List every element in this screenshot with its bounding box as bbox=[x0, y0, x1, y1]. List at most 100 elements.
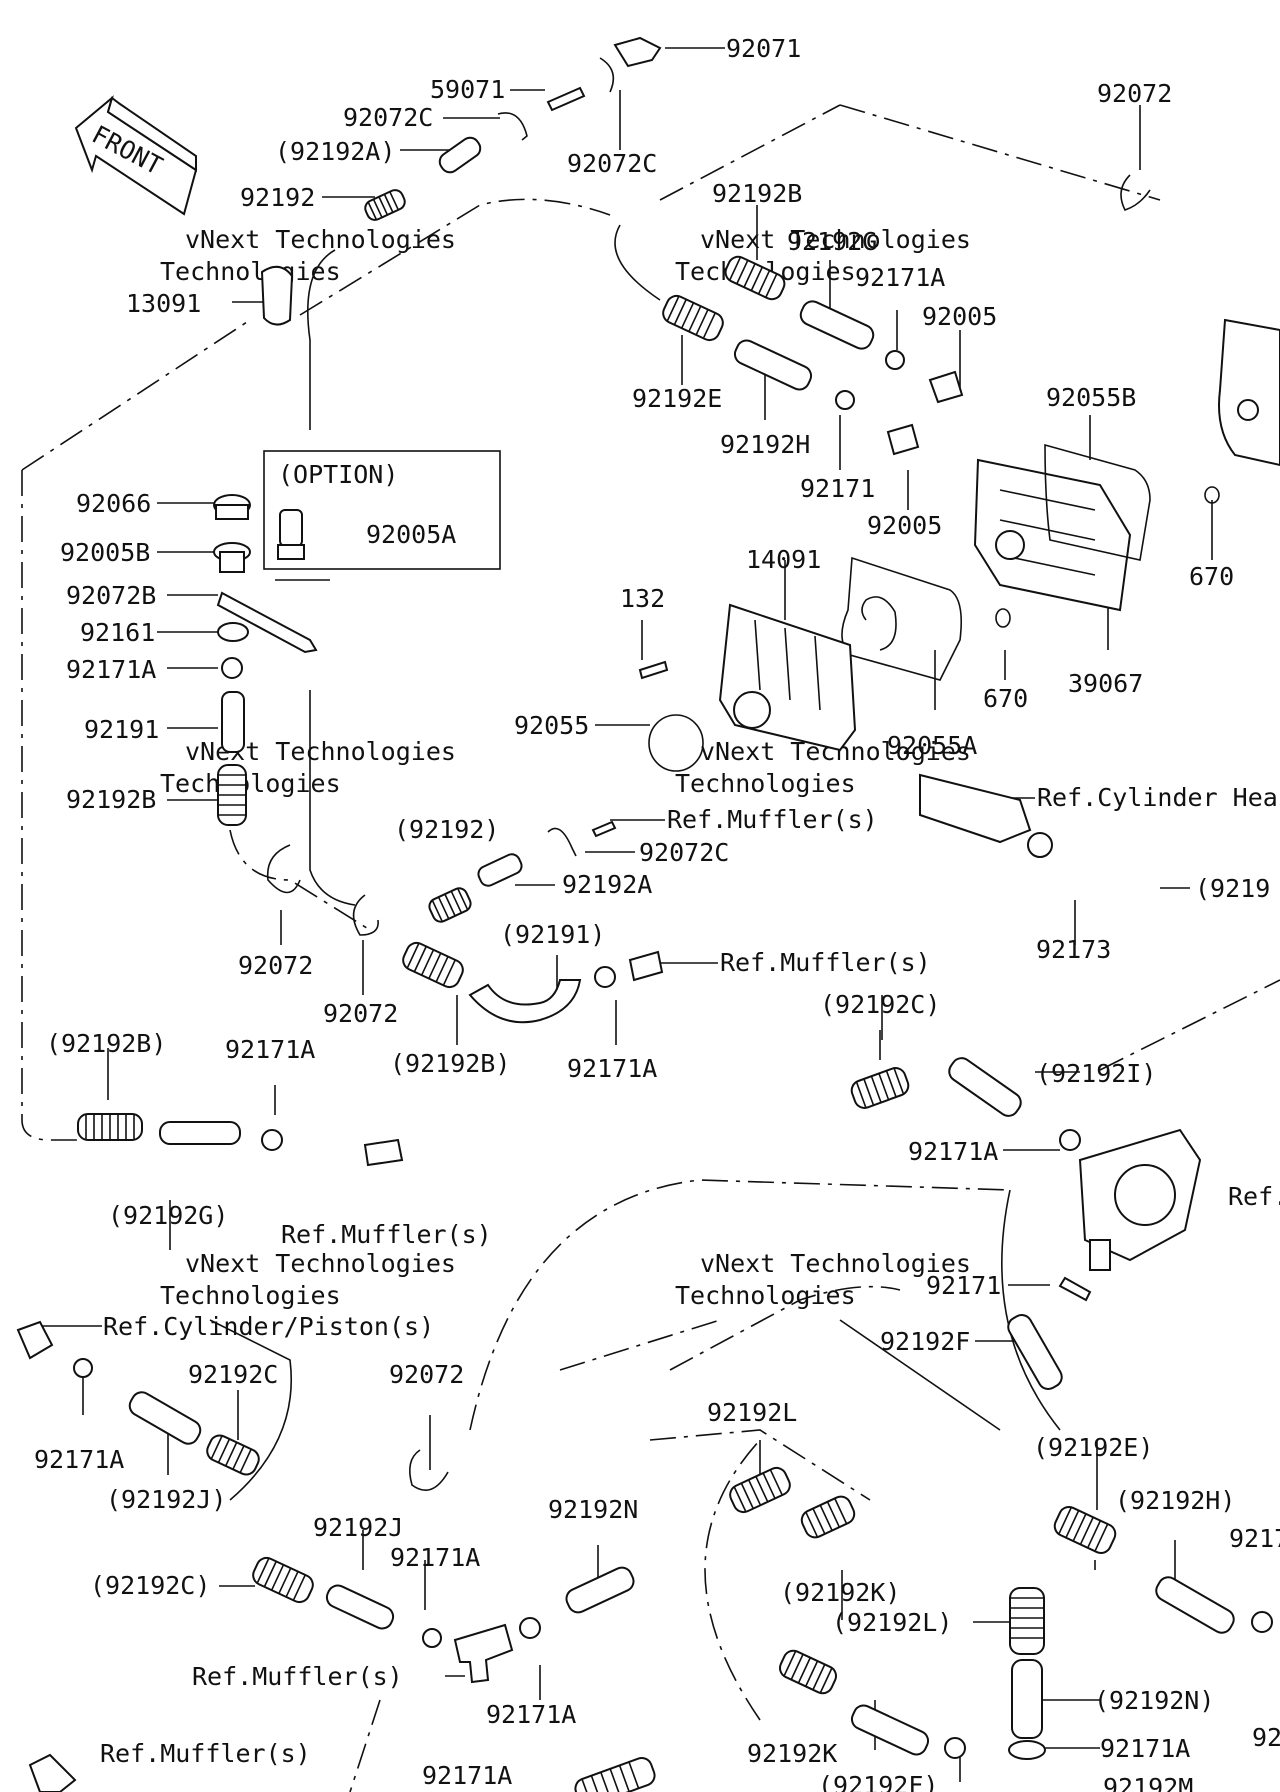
part-label: 92191 bbox=[84, 715, 159, 744]
clamp-92072-lower bbox=[409, 1449, 449, 1492]
clamp-92072-left bbox=[266, 844, 301, 894]
part-label: (92191) bbox=[500, 920, 605, 949]
watermark-small: vNext Technologies bbox=[185, 1249, 456, 1278]
clamp-92171a-left bbox=[261, 1129, 283, 1151]
hose-92192j-2 bbox=[325, 1584, 395, 1630]
gasket-92055a bbox=[841, 556, 963, 681]
part-label: Ref.Cylinder Hea bbox=[1037, 783, 1278, 812]
hose-92192l bbox=[729, 1466, 791, 1514]
strap-92072b bbox=[216, 591, 318, 654]
hose-92192b-left bbox=[77, 1113, 143, 1141]
housing-right bbox=[1078, 1128, 1202, 1271]
part-label: 14091 bbox=[746, 545, 821, 574]
part-label: (92192B) bbox=[46, 1029, 166, 1058]
clamp-92171a-cyl bbox=[73, 1358, 93, 1378]
part-label: Ref.Cylinder/Piston(s) bbox=[103, 1312, 434, 1341]
watermarks: vNext Technologies Technologies vNext Te… bbox=[160, 225, 971, 1310]
part-label: 92005 bbox=[867, 511, 942, 540]
part-label: 132 bbox=[620, 584, 665, 613]
part-label: (92192H) bbox=[1115, 1486, 1235, 1515]
part-label: 92071 bbox=[726, 34, 801, 63]
part-label: 92192K bbox=[747, 1739, 837, 1768]
part-label: 92192F bbox=[880, 1327, 970, 1356]
hose-92192n bbox=[565, 1566, 635, 1614]
part-label: 59071 bbox=[430, 75, 505, 104]
hose-92192f bbox=[1007, 1314, 1063, 1390]
part-label: 92171A bbox=[225, 1035, 315, 1064]
hose-92192c-3 bbox=[252, 1556, 314, 1604]
hose-routes bbox=[21, 104, 1280, 1792]
part-label: (92192F) bbox=[818, 1771, 938, 1792]
part-label: 92171A bbox=[567, 1054, 657, 1083]
part-label: 92066 bbox=[76, 489, 151, 518]
hose-92192b-2 bbox=[217, 764, 247, 826]
fitting-92005-2 bbox=[886, 423, 920, 456]
fitting-92005b bbox=[213, 542, 251, 573]
hose-92192c bbox=[850, 1067, 910, 1109]
nipple-muffler-2 bbox=[628, 950, 664, 982]
part-label: 92171A bbox=[1100, 1734, 1190, 1763]
part-label: (92192B) bbox=[390, 1049, 510, 1078]
part-label: 92192L bbox=[707, 1398, 797, 1427]
cap-92066 bbox=[213, 494, 251, 520]
hose-92192f-lower bbox=[850, 1704, 930, 1756]
hose-bottom-left bbox=[574, 1756, 656, 1792]
clamp-92171a-bottom bbox=[944, 1737, 966, 1759]
hose-92192g-left bbox=[159, 1121, 241, 1145]
clamp-92171a-lower bbox=[422, 1628, 442, 1648]
part-label: 92072 bbox=[238, 951, 313, 980]
part-label: 92192 bbox=[240, 183, 315, 212]
bolt-132 bbox=[638, 660, 669, 680]
part-label: Ref. bbox=[1228, 1182, 1280, 1211]
clamp-13091 bbox=[260, 265, 294, 326]
clamp-9217x-right bbox=[1251, 1611, 1273, 1633]
clamp-92171a bbox=[885, 350, 905, 370]
part-label: (92192I) bbox=[1036, 1059, 1156, 1088]
nipple-92171 bbox=[1058, 1276, 1092, 1302]
part-label: (92192L) bbox=[832, 1608, 952, 1637]
hose-92192a-mid bbox=[477, 853, 523, 887]
part-label: (92192G) bbox=[108, 1201, 228, 1230]
clamp-92171a-vert bbox=[1008, 1740, 1046, 1760]
part-label: 39067 bbox=[1068, 669, 1143, 698]
part-label: 92171A bbox=[34, 1445, 124, 1474]
part-label: 92173 bbox=[1036, 935, 1111, 964]
part-label: Ref.Muffler(s) bbox=[192, 1662, 403, 1691]
part-label: 92192N bbox=[548, 1495, 638, 1524]
hose-92192k-lower bbox=[778, 1649, 838, 1695]
part-label: (92192C) bbox=[90, 1571, 210, 1600]
part-label: 9217 bbox=[1229, 1524, 1280, 1553]
part-label: 670 bbox=[983, 684, 1028, 713]
part-label: 92055 bbox=[514, 711, 589, 740]
part-label: 92161 bbox=[80, 618, 155, 647]
clamp-92072 bbox=[1120, 174, 1151, 211]
part-label: 92192B bbox=[66, 785, 156, 814]
fitting-92005a bbox=[277, 509, 305, 560]
hose-92192j bbox=[128, 1391, 202, 1445]
clamp-92171a-mid bbox=[594, 966, 616, 988]
part-label: (92192E) bbox=[1033, 1433, 1153, 1462]
clamp-92171a-2 bbox=[221, 657, 243, 679]
hose-92192 bbox=[364, 189, 406, 221]
part-label: 92192H bbox=[720, 430, 810, 459]
hose-92192g bbox=[799, 300, 875, 350]
part-label: (92192K) bbox=[780, 1578, 900, 1607]
part-label: 92192B bbox=[712, 179, 802, 208]
part-label: 92055A bbox=[887, 731, 977, 760]
part-label: (92192N) bbox=[1094, 1686, 1214, 1715]
part-label: 92072 bbox=[323, 999, 398, 1028]
hose-92191 bbox=[221, 691, 245, 753]
fitting-ref-cylinder-head bbox=[919, 773, 1053, 858]
oring-670-1 bbox=[1204, 486, 1220, 504]
watermark-large: Technologies bbox=[160, 257, 341, 286]
hose-92192e bbox=[662, 294, 724, 342]
fitting-92005-1 bbox=[928, 370, 964, 404]
part-label: 92171A bbox=[908, 1137, 998, 1166]
hose-92192a bbox=[438, 136, 482, 174]
clamp-92072-mid bbox=[352, 894, 379, 936]
hose-92192e-right bbox=[1053, 1506, 1117, 1554]
part-label: (92192) bbox=[394, 815, 499, 844]
part-label: 92055B bbox=[1046, 383, 1136, 412]
hose-92192i bbox=[948, 1057, 1022, 1117]
watermark-large: Technologies bbox=[160, 1281, 341, 1310]
